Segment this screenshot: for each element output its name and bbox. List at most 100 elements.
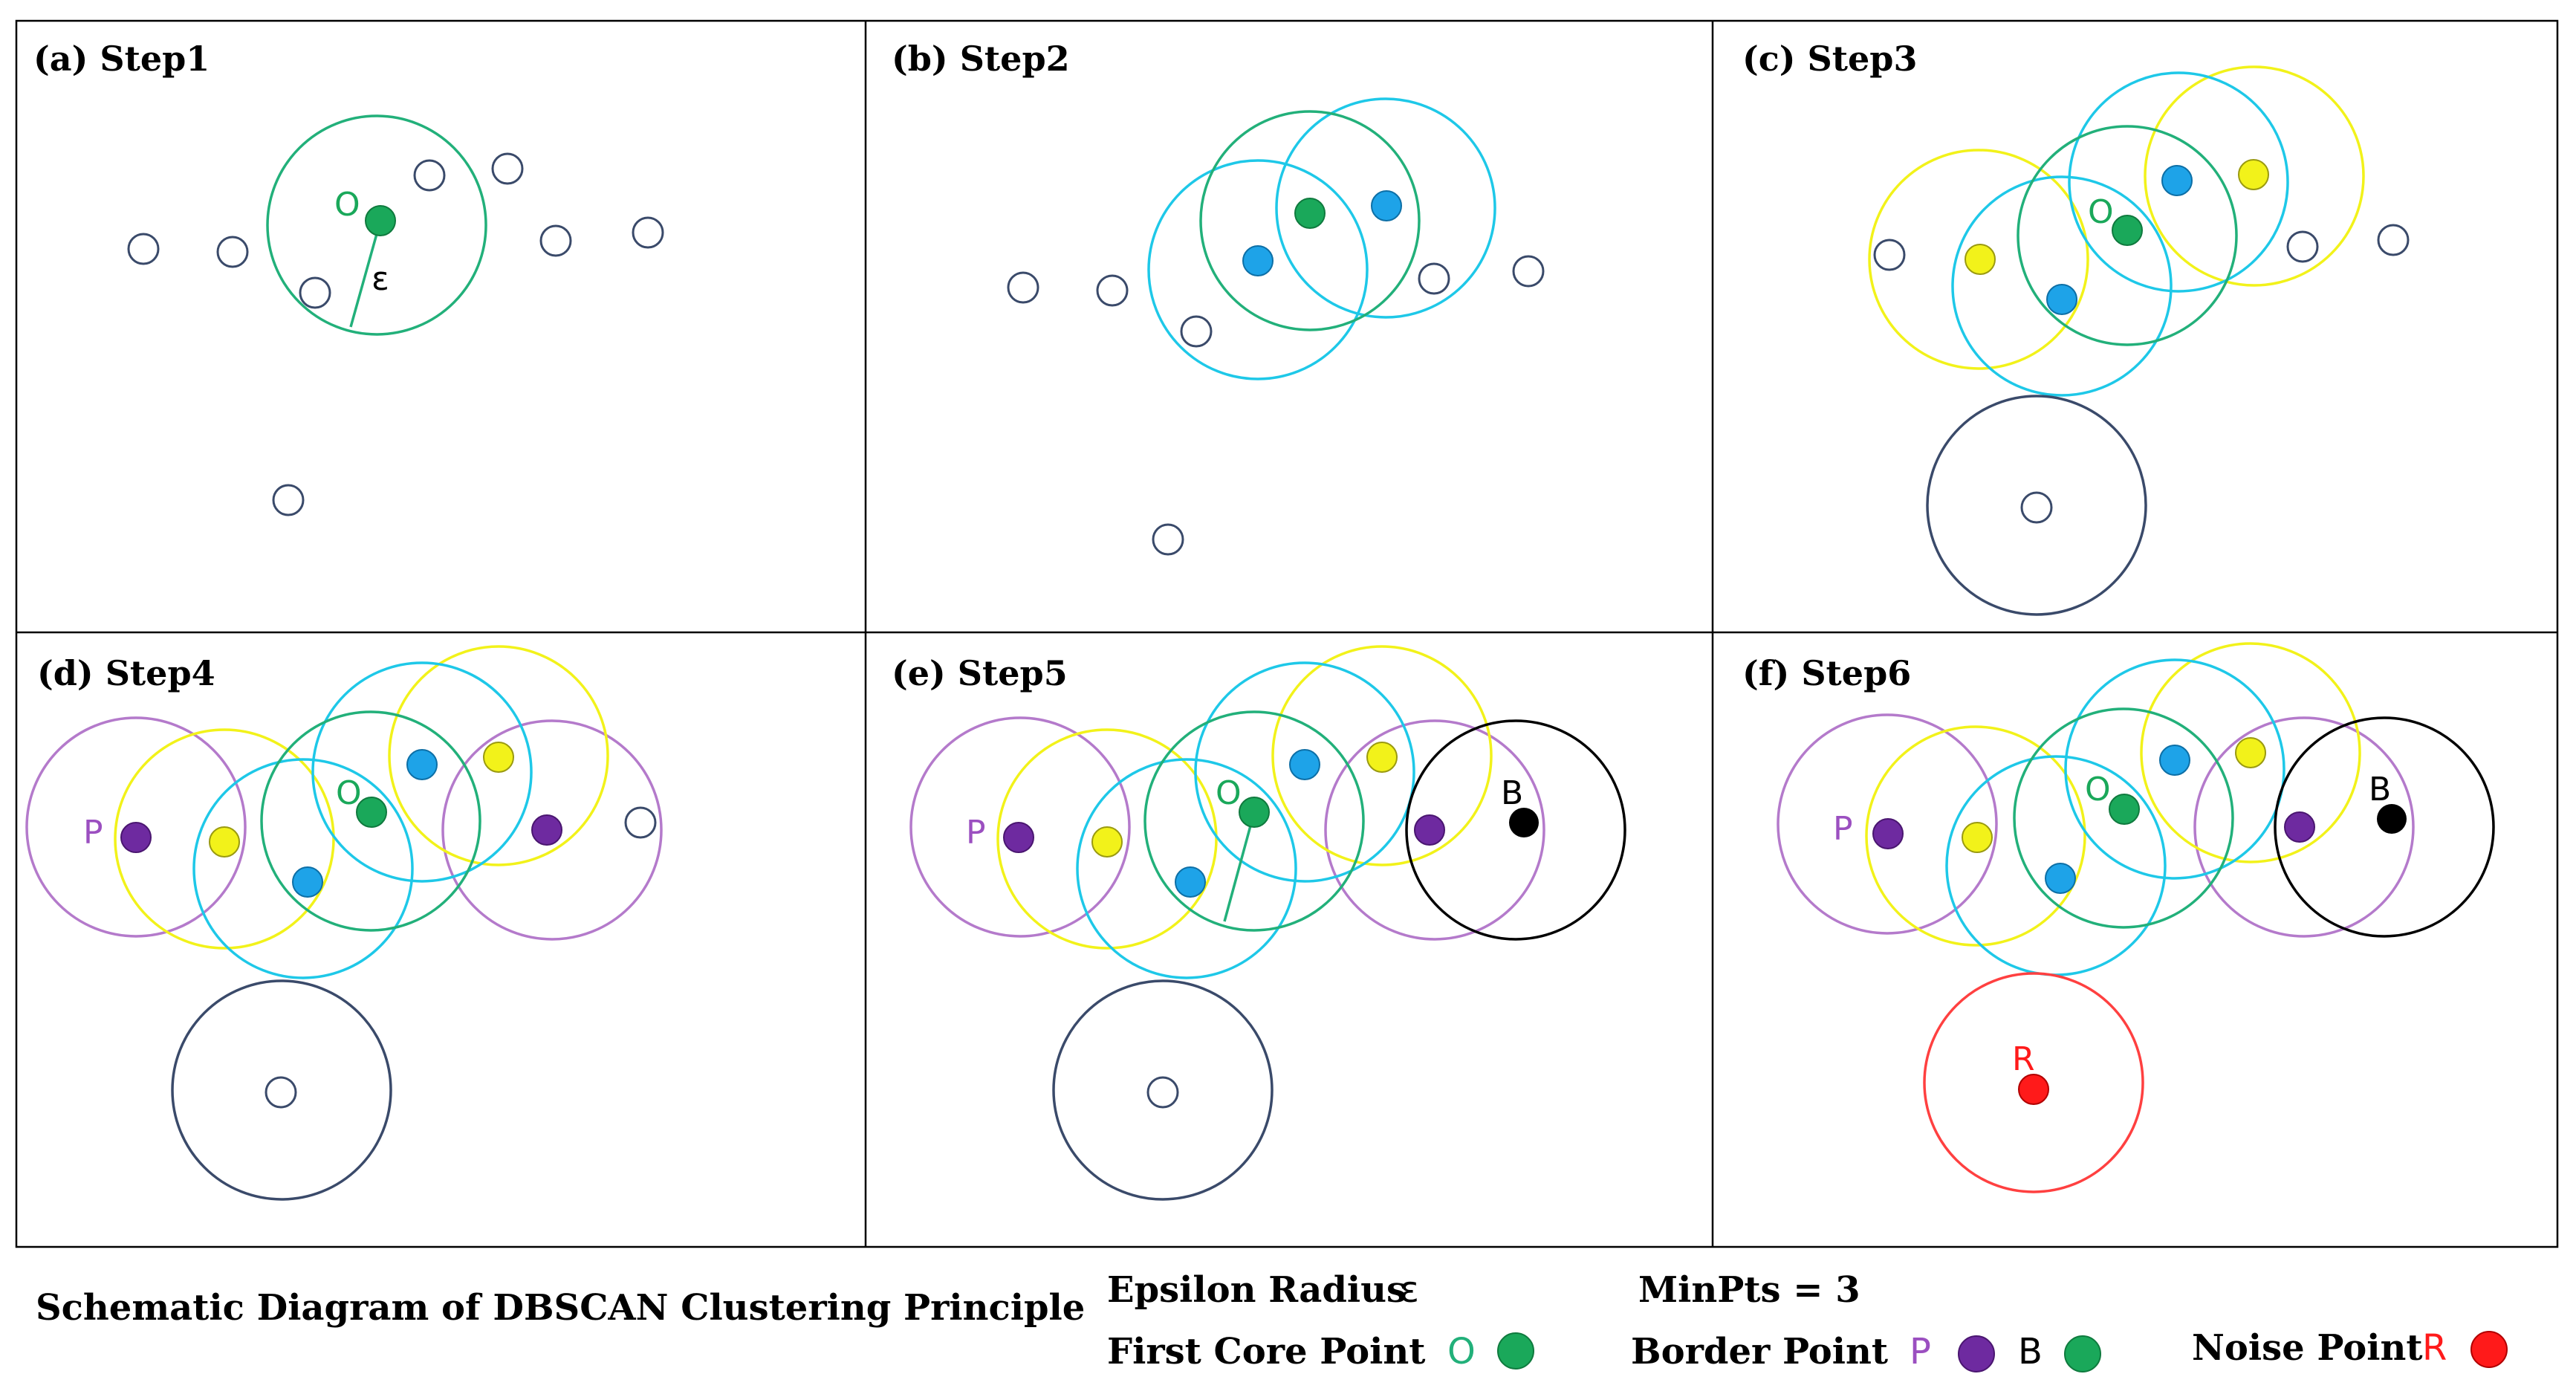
neighborhood-circle-purple [1324,719,1545,941]
panel-b [1007,97,1545,556]
neighborhood-circle-yellow [2144,65,2365,287]
core-point-yellow [483,742,514,773]
neighborhood-circle-black [1405,719,1626,941]
panel-title-e: (e) Step5 [892,653,1068,693]
unvisited-point [127,233,160,265]
epsilon-radius-line [349,220,382,328]
border-point-black [2377,804,2407,834]
core-point-blue [292,866,323,898]
core-point-blue [2161,165,2193,196]
neighborhood-circle-blue [1951,175,2173,397]
panel-d: O P [25,645,663,1201]
border-point-purple [2284,811,2315,843]
neighborhood-circle-yellow [2140,642,2361,863]
unvisited-point [1007,271,1039,304]
core-point-label: O [2085,771,2111,808]
core-point [356,797,387,828]
epsilon-radius-line [1223,811,1256,922]
legend-epsilon-label: Epsilon Radius [1107,1269,1407,1311]
core-point-blue [1371,190,1402,221]
unvisited-point [1096,274,1129,307]
border-point-purple [1414,814,1445,846]
border-point-label-b: B [2369,771,2391,808]
panel-title-f: (f) Step6 [1742,653,1911,693]
core-point [2112,215,2143,246]
neighborhood-circle-unvisited [1926,395,2147,616]
core-point-yellow [1366,742,1398,773]
panel-f: O P B R [1777,642,2495,1193]
core-point-blue [406,749,438,780]
core-point-blue [2045,863,2076,894]
unvisited-point [491,152,524,185]
border-point-label-p: P [1833,810,1853,848]
core-point-blue [2046,284,2077,315]
neighborhood-circle-blue [1275,97,1496,319]
unvisited-point [1512,255,1545,288]
core-point [1294,198,1326,229]
neighborhood-circle-unvisited [1052,979,1274,1201]
neighborhood-circle-blue [192,758,414,979]
unvisited-point [1418,262,1450,295]
neighborhood-circle-blue [2064,658,2285,880]
unvisited-point [632,216,664,249]
neighborhood-circle-core [1199,110,1421,331]
neighborhood-circle-core [1143,710,1365,932]
legend-noise-symbol: R [2422,1327,2447,1369]
border-point-purple [531,814,562,846]
legend-border-point-green [2064,1335,2101,1372]
border-point-purple [1872,818,1904,849]
unvisited-point [1180,315,1213,348]
neighborhood-circle-core [260,710,481,932]
unvisited-point [539,224,572,257]
core-point-yellow [1091,826,1123,858]
core-point-label: O [334,186,360,224]
unvisited-point [624,806,657,839]
unvisited-point [413,159,446,192]
neighborhood-circle-yellow [114,728,335,950]
border-point-purple [120,822,152,853]
core-point-blue [1175,866,1206,898]
neighborhood-circle-yellow [388,645,609,866]
neighborhood-circle-purple [25,716,247,938]
border-point-label-b: B [1501,774,1523,812]
unvisited-point [1146,1076,1179,1109]
core-point-yellow [2235,737,2266,768]
epsilon-label: ε [372,260,389,298]
neighborhood-circle-unvisited [171,979,392,1201]
panel-title-c: (c) Step3 [1742,39,1917,79]
panel-title-a: (a) Step1 [33,39,210,79]
neighborhood-circle-blue [2068,71,2289,293]
unvisited-point [1873,239,1906,271]
neighborhood-circle-yellow [1271,645,1493,866]
neighborhood-circle-blue [1147,159,1369,380]
legend-core-symbol: O [1447,1331,1476,1372]
unvisited-point [2020,491,2053,524]
legend-noise-label: Noise Point [2192,1327,2423,1369]
unvisited-point [272,484,305,516]
legend-border-symbol-p: P [1910,1331,1931,1372]
core-point-blue [2159,745,2190,776]
core-point-yellow [2238,159,2269,190]
unvisited-point [299,276,331,309]
core-point [1239,797,1270,828]
epsilon-neighborhood-circle [266,114,487,336]
unvisited-point [216,236,249,268]
neighborhood-circle-yellow [996,728,1218,950]
core-point-label: O [1216,774,1242,812]
core-point-yellow [1962,822,1993,853]
neighborhood-circle-noise [1923,972,2144,1193]
noise-point-label: R [2012,1040,2035,1078]
border-point-purple [1003,822,1034,853]
neighborhood-circle-blue [1194,661,1415,883]
legend-minpts: MinPts = 3 [1638,1269,1860,1311]
border-point-label-p: P [966,814,986,852]
unvisited-point [2286,230,2319,263]
core-point-yellow [209,826,240,858]
panel-title-d: (d) Step4 [37,653,215,693]
legend-core-label: First Core Point [1107,1331,1425,1372]
neighborhood-circle-blue [311,661,533,883]
unvisited-point [1152,523,1184,556]
core-point [2109,794,2140,825]
legend-border-point-purple [1958,1335,1995,1372]
